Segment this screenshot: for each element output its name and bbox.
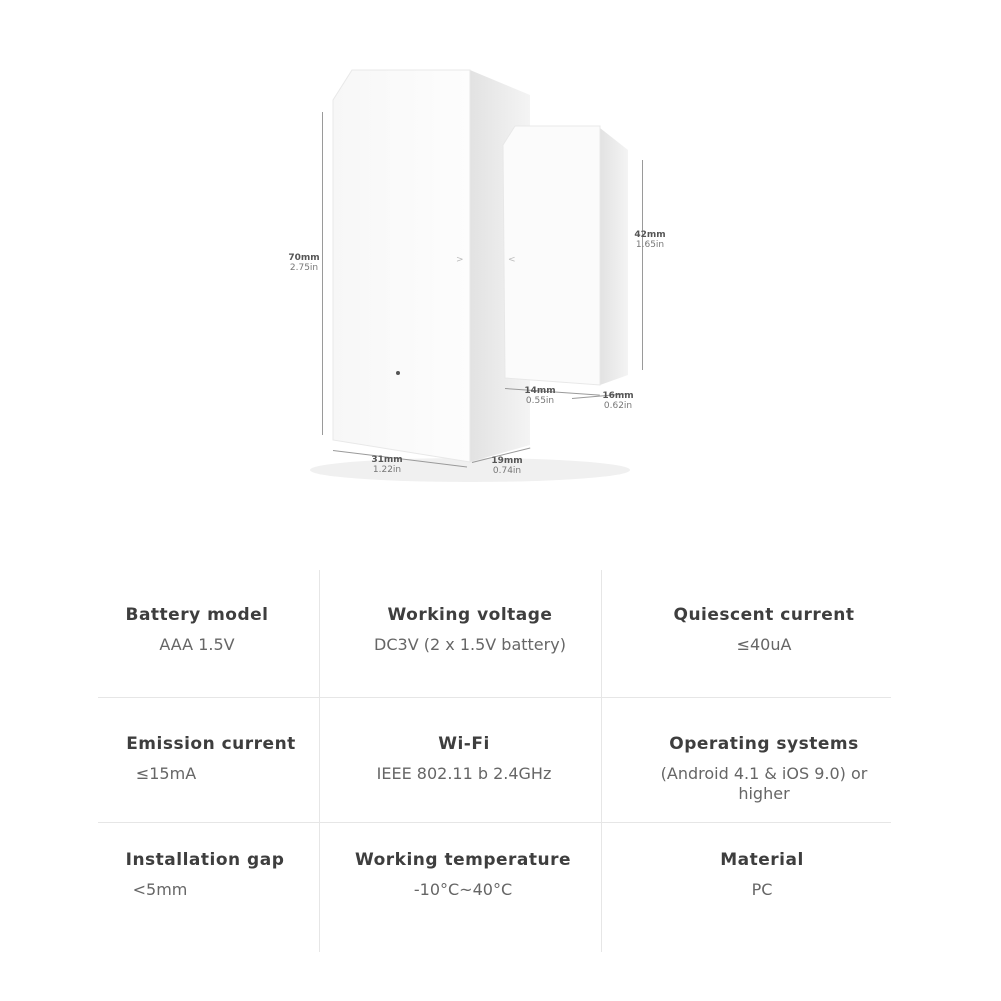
spec-value: PC bbox=[751, 880, 773, 899]
spec-label: Operating systems bbox=[669, 734, 859, 754]
magnet-front bbox=[502, 125, 601, 386]
spec-label: Battery model bbox=[125, 605, 269, 625]
spec-working-temperature: Working temperature -10°C~40°C bbox=[323, 850, 603, 900]
row-divider bbox=[98, 697, 891, 698]
spec-label: Emission current bbox=[126, 734, 296, 754]
spec-label: Installation gap bbox=[125, 850, 285, 870]
spec-quiescent-current: Quiescent current ≤40uA bbox=[624, 605, 904, 655]
spec-label: Wi-Fi bbox=[438, 734, 490, 754]
magnet-side bbox=[600, 128, 628, 385]
spec-value: <5mm bbox=[132, 880, 188, 899]
dimension-line-height-magnet bbox=[642, 160, 643, 370]
spec-operating-systems: Operating systems (Android 4.1 & iOS 9.0)… bbox=[624, 734, 904, 804]
dimension-line-height-main bbox=[322, 112, 323, 435]
spec-value: DC3V (2 x 1.5V battery) bbox=[374, 635, 566, 654]
spec-value: -10°C~40°C bbox=[413, 880, 513, 899]
column-divider bbox=[601, 570, 602, 952]
spec-value: ≤15mA bbox=[135, 764, 197, 783]
svg-text:<: < bbox=[508, 255, 516, 265]
spec-value: ≤40uA bbox=[736, 635, 792, 654]
spec-label: Working temperature bbox=[354, 850, 572, 870]
led-indicator bbox=[396, 371, 400, 375]
spec-value: (Android 4.1 & iOS 9.0) or higher bbox=[660, 764, 868, 803]
svg-text:>: > bbox=[456, 255, 464, 265]
main-unit-front bbox=[332, 69, 471, 463]
column-divider bbox=[319, 570, 320, 952]
spec-label: Working voltage bbox=[387, 605, 553, 625]
spec-value: AAA 1.5V bbox=[159, 635, 235, 654]
row-divider bbox=[98, 822, 891, 823]
spec-label: Material bbox=[720, 850, 804, 870]
door-sensor-illustration: > < bbox=[310, 69, 630, 482]
spec-label: Quiescent current bbox=[673, 605, 855, 625]
spec-value: IEEE 802.11 b 2.4GHz bbox=[376, 764, 552, 783]
spec-emission-current: Emission current ≤15mA bbox=[71, 734, 351, 784]
spec-installation-gap: Installation gap <5mm bbox=[65, 850, 345, 900]
